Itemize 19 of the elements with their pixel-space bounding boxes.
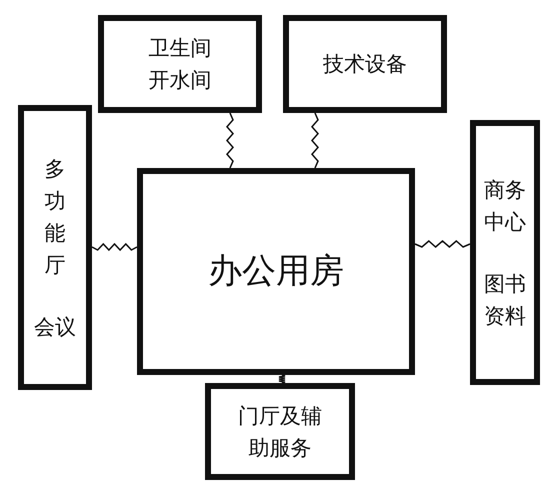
room-label: 图书资料 (483, 270, 527, 330)
room-label: 门厅及辅助服务 (237, 402, 323, 462)
connector-line (226, 112, 234, 168)
room-box (18, 105, 92, 390)
connector-line (92, 242, 138, 252)
room-box (283, 15, 447, 113)
room-box (137, 168, 415, 375)
room-label: 会议 (33, 314, 77, 340)
room-label: 办公用房 (207, 250, 345, 293)
room-label: 技术设备 (322, 51, 408, 78)
room-box (205, 383, 355, 480)
room-label: 卫生间开水间 (148, 35, 212, 94)
connector-line (278, 374, 286, 384)
room-box (98, 15, 262, 113)
connector-line (414, 240, 470, 248)
room-box (470, 120, 540, 385)
room-label: 多功能厅 (44, 156, 66, 278)
connector-line (311, 112, 319, 168)
room-label: 商务中心 (483, 176, 527, 236)
